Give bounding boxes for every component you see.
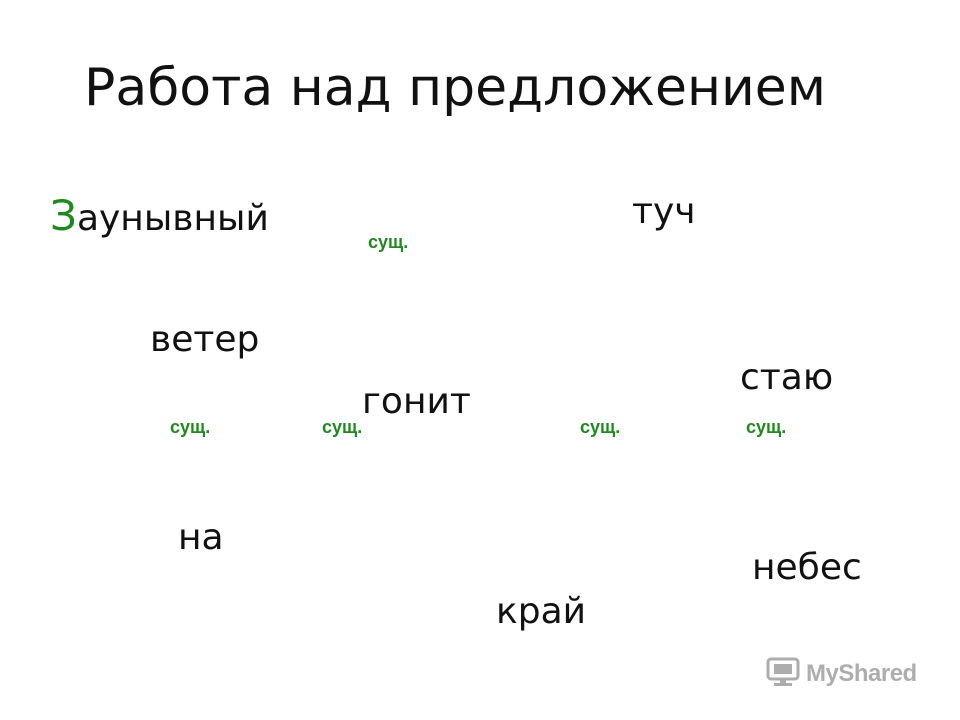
word-kray: край xyxy=(496,591,587,632)
myshared-watermark: MyShared xyxy=(766,656,917,692)
word-gonit: гонит xyxy=(362,381,471,422)
pos-tag-noun: сущ. xyxy=(368,232,409,252)
pos-tag-noun: сущ. xyxy=(170,417,211,437)
word-zaunyvny: Заунывный xyxy=(50,194,269,241)
pos-tag-noun: сущ. xyxy=(746,417,787,437)
word-initial-letter: З xyxy=(50,191,77,240)
word-nebes: небес xyxy=(752,547,862,588)
pos-tag-noun: сущ. xyxy=(322,417,363,437)
word-na: на xyxy=(178,517,224,558)
monitor-icon xyxy=(766,657,800,691)
pos-tag-noun: сущ. xyxy=(580,417,621,437)
word-tuch: туч xyxy=(632,191,696,232)
word-rest: аунывный xyxy=(76,198,269,239)
word-veter: ветер xyxy=(150,319,260,360)
watermark-brand: MyShared xyxy=(806,660,917,687)
word-stayu: стаю xyxy=(740,357,834,398)
slide-title: Работа над предложением xyxy=(84,58,826,118)
